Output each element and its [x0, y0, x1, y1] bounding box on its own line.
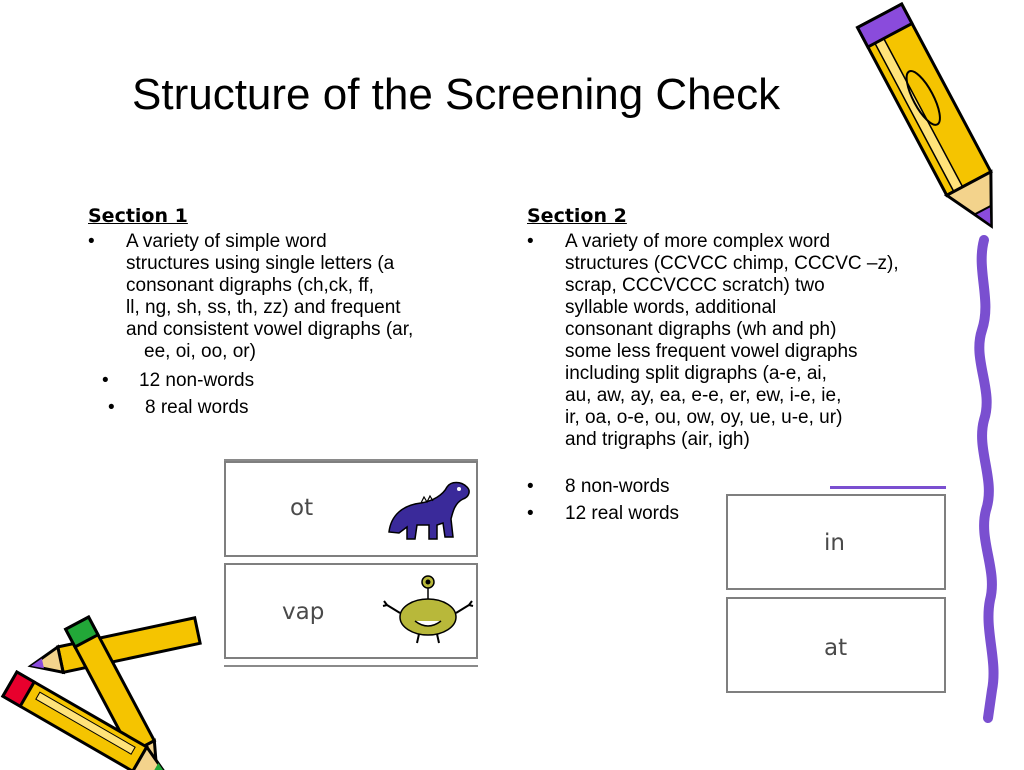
description-line: ee, oi, oo, or) [144, 341, 256, 362]
non-words-count: • 8 non-words [527, 473, 917, 500]
example-word: vap [282, 599, 325, 625]
section-2: Section 2 • A variety of more complex wo… [527, 205, 917, 527]
real-words-label: 8 real words [145, 397, 249, 418]
real-words-count: • 12 real words [527, 500, 917, 527]
section-2-heading: Section 2 [527, 205, 627, 227]
description-line: some less frequent vowel digraphs [565, 341, 858, 362]
bullet-icon: • [102, 370, 109, 391]
description-line: A variety of simple word [126, 231, 327, 252]
real-words-label: 12 real words [565, 503, 680, 524]
word-card: vap [224, 563, 478, 659]
description-line: structures using single letters (a [126, 253, 395, 274]
word-card: at [726, 597, 946, 693]
description-line: and consistent vowel digraphs (ar, [126, 319, 414, 340]
bullet-icon: • [527, 503, 534, 524]
example-word: at [824, 635, 848, 661]
bullet-icon: • [527, 231, 534, 252]
slide-title: Structure of the Screening Check [132, 70, 781, 119]
description-line: and trigraphs (air, igh) [565, 429, 750, 450]
bullet-icon: • [88, 231, 95, 252]
card-frame-top [224, 459, 478, 461]
description-line: structures (CCVCC chimp, CCCVC –z), [565, 253, 899, 274]
description-line: consonant digraphs (wh and ph) [565, 319, 837, 340]
section-1-heading: Section 1 [88, 205, 188, 227]
description-line: syllable words, additional [565, 297, 777, 318]
non-words-label: 12 non-words [139, 370, 255, 391]
non-words-label: 8 non-words [565, 476, 670, 497]
card-frame-bottom [224, 665, 478, 667]
description-line: including split digraphs (a-e, ai, [565, 363, 827, 384]
word-card: in [726, 494, 946, 590]
description-line: A variety of more complex word [565, 231, 831, 252]
bullet-icon: • [527, 476, 534, 497]
card-frame-top [830, 486, 946, 489]
description-line: ll, ng, sh, ss, th, zz) and frequent [126, 297, 401, 318]
monster-icon [382, 575, 474, 644]
description-line: ir, oa, o-e, ou, ow, oy, ue, u-e, ur) [565, 407, 843, 428]
description-line: consonant digraphs (ch,ck, ff, [126, 275, 374, 296]
section-2-description: • A variety of more complex word structu… [527, 231, 917, 451]
real-words-count: • 8 real words [88, 394, 468, 421]
pencil-icon [855, 2, 993, 229]
word-card: ot [224, 461, 478, 557]
non-words-count: • 12 non-words [88, 367, 468, 394]
pencil-stroke-icon [974, 235, 999, 723]
pencil-group-icon [0, 615, 202, 770]
bullet-icon: • [108, 397, 115, 418]
example-word: ot [290, 495, 314, 521]
section-1: Section 1 • A variety of simple word str… [88, 205, 468, 421]
description-line: scrap, CCCVCCC scratch) two [565, 275, 825, 296]
example-word: in [824, 530, 845, 556]
section-1-description: • A variety of simple word structures us… [88, 231, 468, 363]
monster-icon [388, 481, 470, 540]
description-line: au, aw, ay, ea, e-e, er, ew, i-e, ie, [565, 385, 842, 406]
